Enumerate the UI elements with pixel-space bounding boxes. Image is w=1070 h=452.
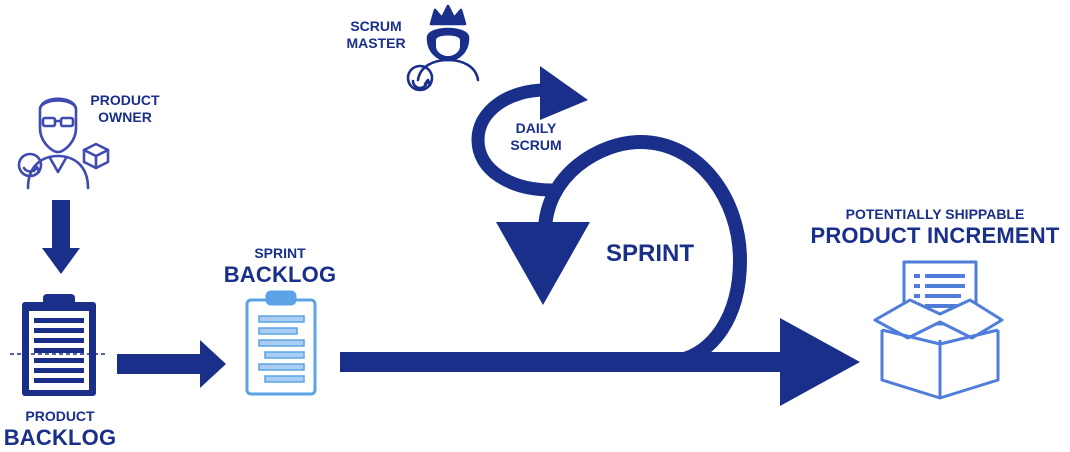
scrum-master-label: SCRUM MASTER [336,18,416,51]
product-increment-box-icon [873,260,1004,400]
scrum-master-icon [406,4,480,92]
sprint-label: SPRINT [605,240,694,267]
sprint-backlog-label-line2: BACKLOG [223,261,337,287]
daily-scrum-loop [471,83,553,197]
sprint-backlog-label: SPRINT BACKLOG [220,245,340,287]
product-backlog-label-line2: BACKLOG [3,424,117,450]
sprint-backlog-clipboard-icon [245,290,317,396]
daily-scrum-label-line2: SCRUM [510,136,562,153]
product-increment-label: POTENTIALLY SHIPPABLE PRODUCT INCREMENT [800,206,1070,248]
daily-scrum-arrowhead [540,66,588,120]
daily-scrum-label-line1: DAILY [515,120,557,136]
product-owner-label-line2: OWNER [98,108,152,125]
scrum-master-label-line2: MASTER [346,34,406,51]
product-backlog-label: PRODUCT BACKLOG [0,408,120,450]
sprint-main-arrow [340,318,860,406]
scrum-master-label-line1: SCRUM [350,18,402,34]
product-owner-label: PRODUCT OWNER [80,92,170,125]
product-increment-label-line1: POTENTIALLY SHIPPABLE [845,206,1025,222]
product-increment-label-line2: PRODUCT INCREMENT [810,222,1060,248]
sprint-loop [340,134,748,367]
product-backlog-clipboard-icon [10,294,108,396]
product-backlog-label-line1: PRODUCT [25,408,95,424]
sprint-loop-arrowhead [496,222,590,305]
product-owner-label-line1: PRODUCT [90,92,160,108]
backlog-to-sprint-arrow [117,340,226,388]
product-owner-icon [17,97,110,190]
sprint-backlog-label-line1: SPRINT [254,245,306,261]
owner-to-backlog-arrow [42,200,80,274]
daily-scrum-label: DAILY SCRUM [496,120,576,153]
